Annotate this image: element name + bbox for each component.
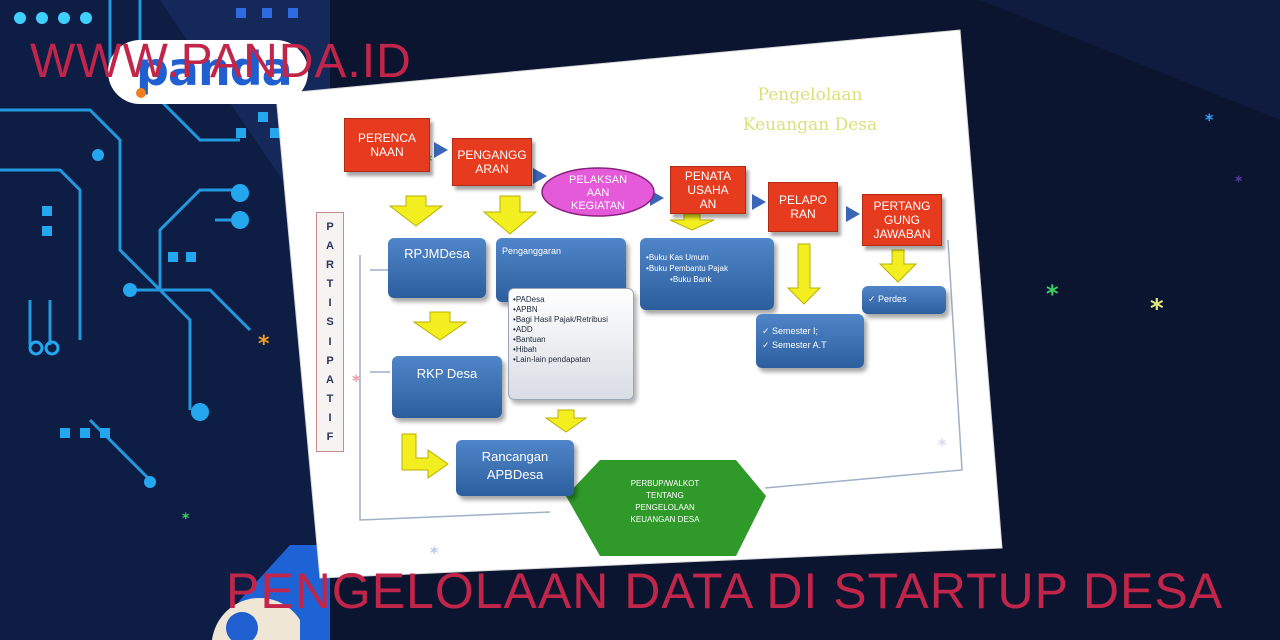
sparkle-icon: *: [258, 332, 270, 357]
partisipatif-label: P A R T I S I P A T I F: [316, 212, 344, 452]
vertical-letter: A: [326, 239, 334, 252]
rkpdesa-label: RKP Desa: [416, 366, 478, 381]
diagram-title: Pengelolaan Keuangan Desa: [710, 80, 910, 140]
sparkle-icon: *: [1205, 110, 1214, 129]
list-item: •Bantuan: [513, 335, 546, 344]
box-rpjmdesa: RPJMDesa: [388, 238, 486, 298]
box-semester: ✓ Semester I; ✓ Semester A.T: [756, 314, 864, 368]
list-item: •ADD: [513, 325, 533, 334]
list-item: •Buku Pembantu Pajak: [646, 264, 728, 273]
vertical-letter: S: [326, 316, 334, 329]
svg-text:*: *: [938, 435, 947, 454]
headline: PENGELOLAAN DATA DI STARTUP DESA: [226, 563, 1224, 619]
stage-penatausahaan: PENATA USAHA AN: [670, 166, 746, 214]
perbup-text: PERBUP/WALKOT TENTANG PENGELOLAAN KEUANG…: [630, 479, 700, 524]
list-item: •PADesa: [513, 295, 545, 304]
svg-text:*: *: [430, 543, 439, 562]
box-rkpdesa: RKP Desa: [392, 356, 502, 418]
vertical-letter: I: [328, 412, 332, 425]
box-buku: •Buku Kas Umum •Buku Pembantu Pajak •Buk…: [640, 238, 774, 310]
sparkle-icon: *: [1235, 174, 1243, 190]
diagram-title-line2: Keuangan Desa: [742, 115, 878, 135]
penganggaran-header: Penganggaran: [502, 246, 562, 256]
vertical-letter: I: [328, 335, 332, 348]
vertical-letter: R: [326, 258, 334, 271]
sparkle-icon: *: [1046, 280, 1059, 308]
rancangan-line1: Rancangan: [481, 449, 549, 464]
vertical-letter: T: [326, 278, 334, 291]
diagram-title-line1: Pengelolaan: [757, 85, 863, 105]
stage-pelaksanaan: PELAKSAN AAN KEGIATAN: [568, 173, 628, 212]
vertical-letter: P: [326, 354, 334, 367]
anggaran-sources-list: •PADesa •APBN •Bagi Hasil Pajak/Retribus…: [508, 288, 634, 400]
svg-text:*: *: [352, 371, 361, 390]
rancangan-line2: APBDesa: [486, 467, 544, 482]
list-item: •Hibah: [513, 345, 537, 354]
box-perdes: ✓ Perdes: [862, 286, 946, 314]
stage-pertanggungjawaban: PERTANG GUNG JAWABAN: [862, 194, 942, 246]
stage-pelaporan: PELAPO RAN: [768, 182, 838, 232]
site-url: WWW.PANDA.ID: [30, 35, 412, 88]
list-item: ✓ Semester A.T: [762, 340, 827, 350]
logo: panda: [136, 42, 293, 96]
list-item: •APBN: [513, 305, 538, 314]
stage-perencanaan: PERENCA NAAN: [344, 118, 430, 172]
list-item: •Bagi Hasil Pajak/Retribusi: [513, 315, 608, 324]
perdes-label: Perdes: [878, 294, 907, 304]
vertical-letter: A: [326, 373, 334, 386]
vertical-letter: T: [326, 392, 334, 405]
vertical-letter: I: [328, 297, 332, 310]
list-item: ✓ Semester I;: [762, 326, 819, 336]
list-item: •Buku Kas Umum: [646, 253, 709, 262]
box-rancangan-apbdesa: Rancangan APBDesa: [456, 440, 574, 496]
sparkle-icon: *: [1150, 294, 1164, 324]
list-item: •Lain-lain pendapatan: [513, 355, 591, 364]
vertical-letter: F: [326, 431, 334, 444]
vertical-letter: P: [326, 220, 334, 233]
list-item: •Buku Bank: [670, 275, 712, 284]
sparkle-icon: *: [182, 511, 190, 527]
stage-penganggaran: PENGANGG ARAN: [452, 138, 532, 186]
logo-dot-icon: [136, 88, 146, 98]
rpjmdesa-label: RPJMDesa: [404, 246, 470, 261]
